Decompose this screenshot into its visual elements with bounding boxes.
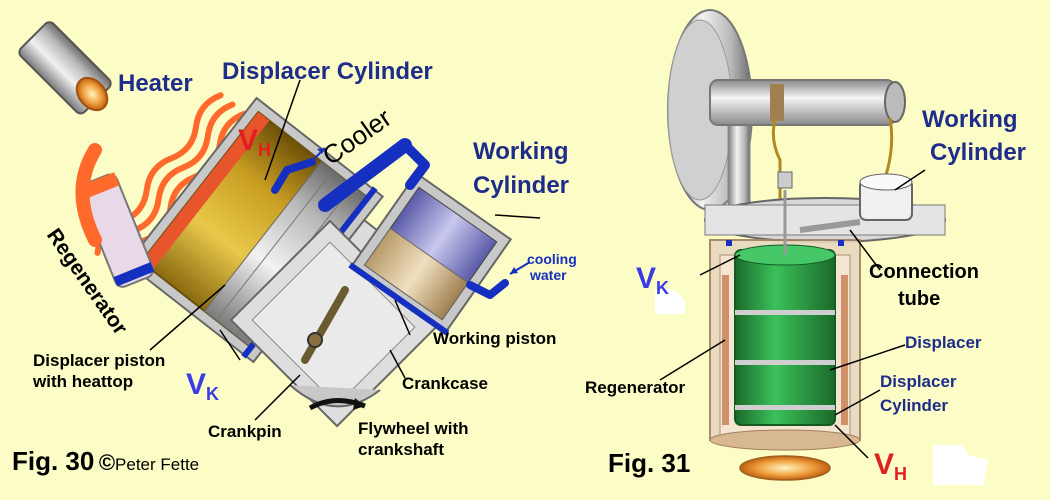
fig31-displacer-cylinder-label-1: Displacer [880,372,957,391]
displacer-piston-label-2: with heattop [33,372,134,391]
fig31-displacer-cylinder-label-2: Cylinder [880,396,949,415]
fig30-vk-symbol: VK [186,368,220,404]
fig30-caption-text: Fig. 30 [12,446,95,476]
fig31-regenerator-label: Regenerator [585,378,686,397]
connection-tube-label-1: Connection [869,261,979,283]
fig30-caption: Fig. 30 ©Peter Fette [12,448,199,474]
crankcase-label: Crankcase [402,374,489,393]
crankpin-label: Crankpin [208,422,282,441]
cooling-water-label-2: water [530,267,567,283]
fig31-displacer-label: Displacer [905,333,982,352]
flywheel-label-1: Flywheel with [358,419,469,438]
fig31-working-cylinder-label-2: Cylinder [930,139,1027,166]
fig31-drawing [655,9,988,485]
connection-tube-label-2: tube [898,288,941,310]
author-name: Peter Fette [115,455,200,474]
fig31-caption: Fig. 31 [608,448,691,478]
heater-label: Heater [118,70,193,97]
displacer-piston-label-1: Displacer piston [33,351,166,370]
displacer-cylinder-label: Displacer Cylinder [222,58,433,85]
fig31-working-cylinder-label-1: Working [922,106,1018,133]
flywheel-label-2: crankshaft [358,440,444,459]
fig30-drawing [18,21,541,428]
fig30-working-cylinder-label-2: Cylinder [473,172,570,199]
copyright-symbol: © [98,450,116,475]
cooling-water-label-1: cooling [527,251,577,267]
working-piston-label: Working piston [433,329,557,348]
fig31-vk-symbol: VK [636,262,670,298]
fig30-working-cylinder-label-1: Working [473,138,569,165]
fig31-vh-symbol: VH [874,448,908,484]
fig30-vh-symbol: VH [238,124,272,160]
